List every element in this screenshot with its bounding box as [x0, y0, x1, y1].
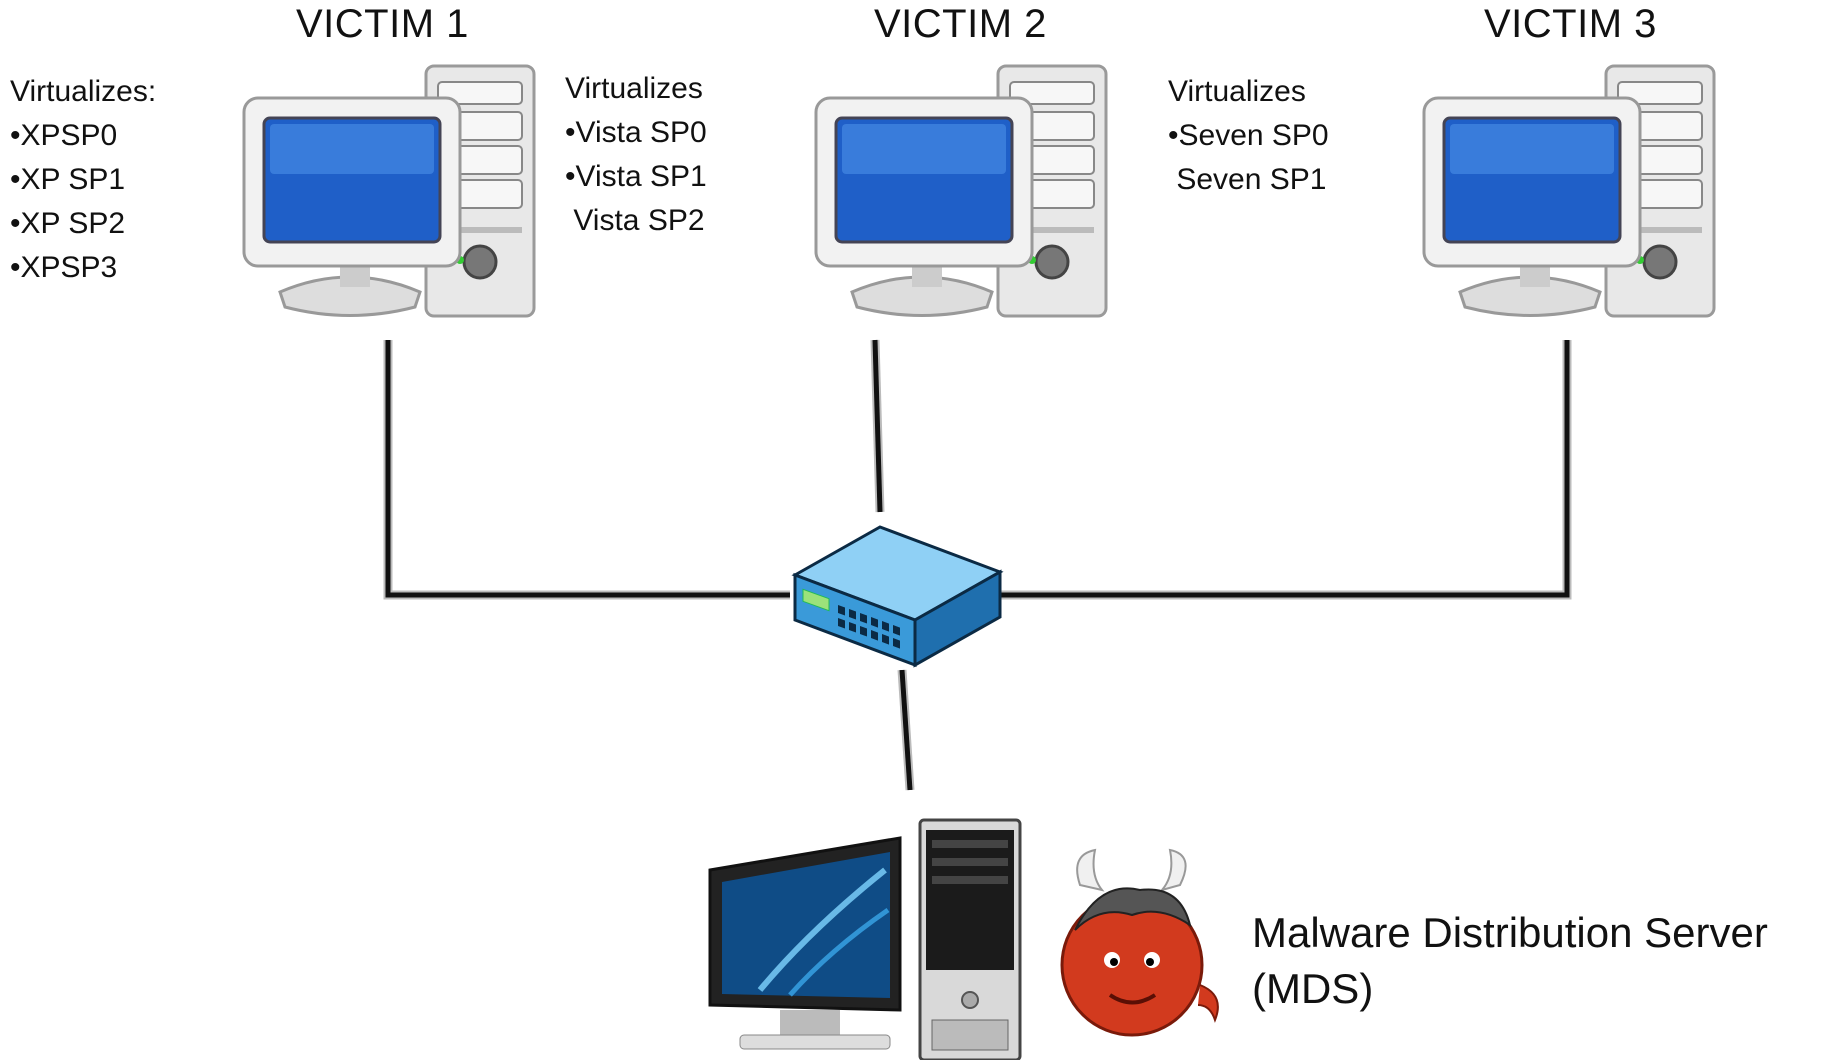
list-item: •XPSP3: [10, 251, 118, 284]
cable-server: [897, 669, 915, 791]
list-item: •XP SP1: [10, 163, 126, 196]
cable-victim3: [1000, 340, 1572, 600]
victim2-title: VICTIM 2: [874, 2, 1047, 46]
server-label-name: Malware Distribution Server: [1252, 909, 1768, 956]
cable-victim2: [870, 339, 885, 513]
victim1-title: VICTIM 1: [296, 2, 469, 46]
list-item: •Seven SP0: [1168, 119, 1329, 152]
victim3-notes: Virtualizes •Seven SP0 Seven SP1: [1168, 70, 1329, 202]
server-label: Malware Distribution Server (MDS): [1252, 905, 1768, 1017]
victim2-notes: Virtualizes •Vista SP0 •Vista SP1 Vista …: [565, 67, 707, 243]
desktop-computer-icon: [1422, 64, 1716, 318]
victim1-notes: Virtualizes: •XPSP0 •XP SP1 •XP SP2 •XPS…: [10, 70, 156, 290]
victim3-notes-heading: Virtualizes: [1168, 75, 1306, 108]
desktop-computer-icon: [242, 64, 536, 318]
cable-victim1: [383, 340, 790, 600]
server-label-abbrev: (MDS): [1252, 965, 1374, 1012]
list-item: Vista SP2: [565, 204, 705, 237]
desktop-computer-icon: [814, 64, 1108, 318]
victim3-title: VICTIM 3: [1484, 2, 1657, 46]
devil-mascot-icon: [1060, 848, 1219, 1037]
list-item: •XP SP2: [10, 207, 126, 240]
list-item: Seven SP1: [1168, 163, 1327, 196]
server-computer-icon: [708, 818, 1022, 1060]
victim2-notes-heading: Virtualizes: [565, 72, 703, 105]
victim1-notes-heading: Virtualizes:: [10, 75, 157, 108]
list-item: •Vista SP0: [565, 116, 707, 149]
list-item: •Vista SP1: [565, 160, 707, 193]
list-item: •XPSP0: [10, 119, 118, 152]
network-switch-icon: [791, 525, 1004, 668]
